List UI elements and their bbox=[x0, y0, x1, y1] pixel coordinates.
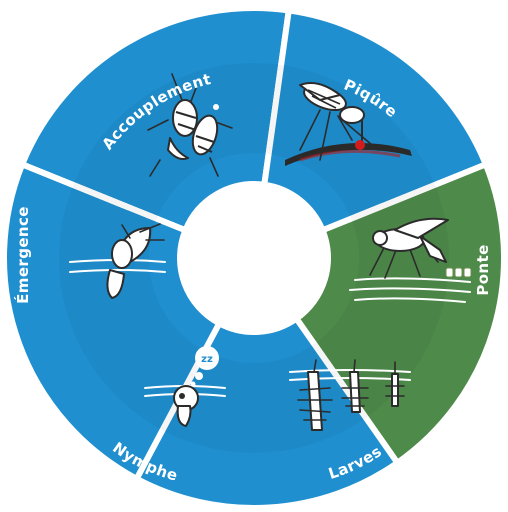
bubble-text: zz bbox=[201, 354, 213, 365]
center-hole bbox=[182, 186, 326, 330]
label-ponte: Ponte bbox=[474, 244, 492, 295]
label-emergence: Émergence bbox=[13, 206, 32, 304]
